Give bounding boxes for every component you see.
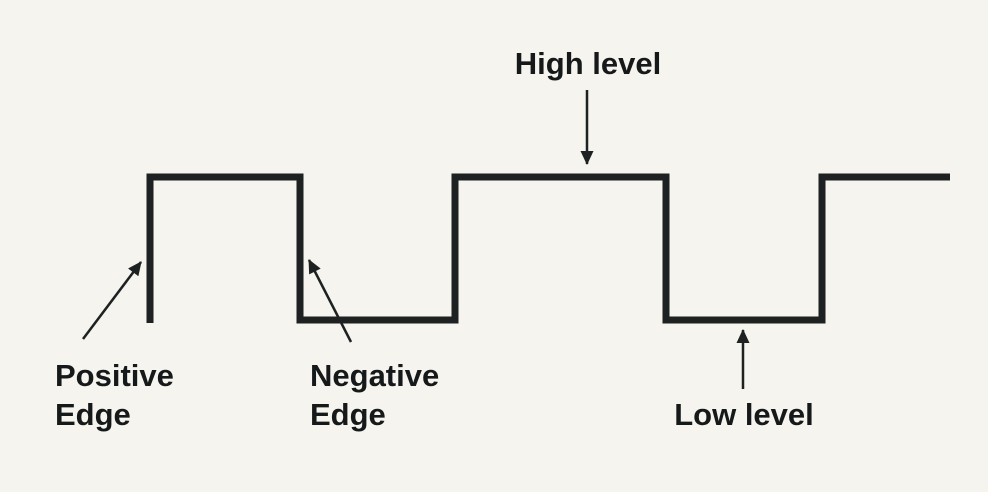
arrow-layer [82,90,750,389]
positive-edge-label: Positive Edge [55,356,174,434]
negative-edge-label: Negative Edge [310,356,439,434]
high-level-label: High level [514,46,662,81]
low-level-label: Low level [674,397,814,432]
positive-edge-label-line2: Edge [55,397,131,432]
square-wave [146,173,950,324]
positive-edge-label-line1: Positive [55,358,174,393]
positive-edge-arrow [82,261,142,340]
negative-edge-label-line2: Edge [310,397,386,432]
negative-edge-label-line1: Negative [310,358,440,393]
negative-edge-arrow [307,259,353,343]
